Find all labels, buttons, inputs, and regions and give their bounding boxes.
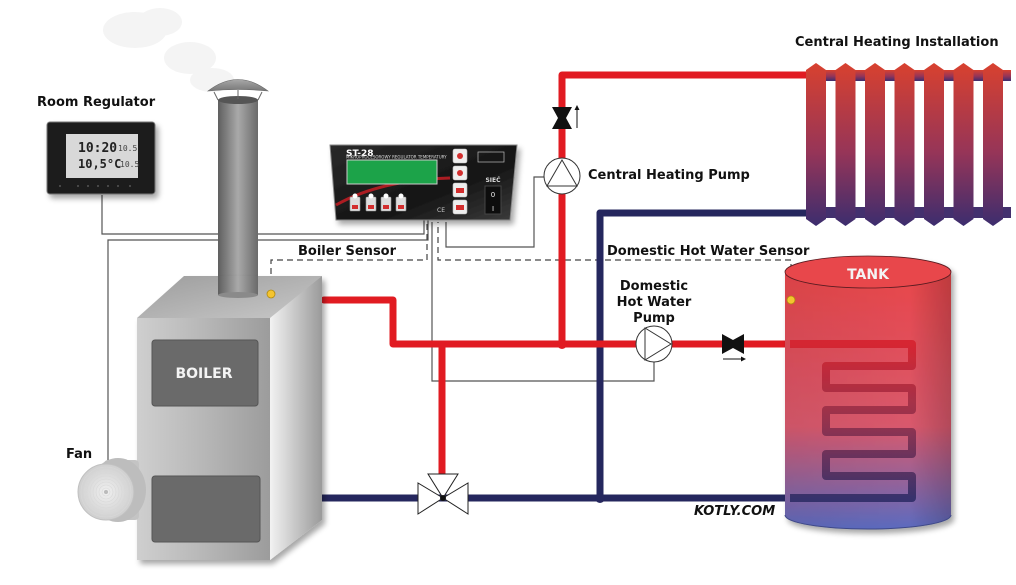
smoke-clouds [103,8,234,92]
radiator-fin [865,63,885,226]
radiator-fin [953,63,974,226]
check-valve-dhw [722,334,746,362]
control-wiring [101,176,792,462]
fan-ring [98,484,114,500]
label-central-heating-installation: Central Heating Installation [795,35,999,50]
tank-label: TANK [847,267,890,283]
room-regulator [46,121,156,195]
hot-water-tank [784,255,952,530]
mixing-valve [417,473,469,515]
fan-ring [101,487,111,497]
controller [329,144,518,221]
regulator-small-bottom: 10.5 [120,160,139,169]
fan-ring [89,475,123,509]
fan-ring [95,481,117,503]
watermark: KOTLY.COM [694,504,775,519]
boiler-label: BOILER [175,366,232,382]
fan-ring [86,472,126,512]
boiler-sensor-dot [266,289,276,299]
label-room-regulator: Room Regulator [37,95,156,110]
regulator-small-top: 10.5 [118,144,137,153]
boiler [137,276,322,560]
label-fan: Fan [66,447,92,462]
controller-subtitle: MIKROPROCESOROWY REGULATOR TEMPERATURY [346,155,447,160]
radiator-fin [983,63,1003,226]
heating-coil [790,340,916,502]
radiator-fin [924,63,944,226]
label-dhw-pump-3: Pump [633,311,675,326]
radiator-fin [894,63,915,226]
controller-model: ST-28 [346,149,374,159]
label-boiler-sensor: Boiler Sensor [298,244,397,259]
dhw-pump [635,325,673,363]
chimney [206,79,270,295]
fan-ring [80,466,132,518]
label-central-heating-pump: Central Heating Pump [588,168,750,183]
switch-on-label[interactable]: 0 [491,191,495,199]
hot-supply-radiator [558,71,812,348]
ce-mark: CE [437,207,445,214]
dhw-sensor-dot [786,295,796,305]
fan [77,458,146,522]
label-dhw-pump-2: Hot Water [617,295,692,310]
radiator-fin [806,63,826,226]
fan-ring [83,469,129,515]
regulator-time: 10:20 [78,141,117,156]
radiator [806,63,1011,226]
controller-mains-label: SIEĆ [485,177,501,184]
fan-ring [92,478,120,506]
radiator-fin [835,63,856,226]
check-valve-ch [552,105,580,129]
switch-off-label[interactable]: I [492,205,494,213]
controller-lcd [346,159,438,185]
label-dhw-pump-1: Domestic [620,279,688,294]
central-heating-pump [543,157,581,195]
label-dhw-sensor: Domestic Hot Water Sensor [607,244,810,259]
regulator-temperature: 10,5°C [78,157,121,171]
